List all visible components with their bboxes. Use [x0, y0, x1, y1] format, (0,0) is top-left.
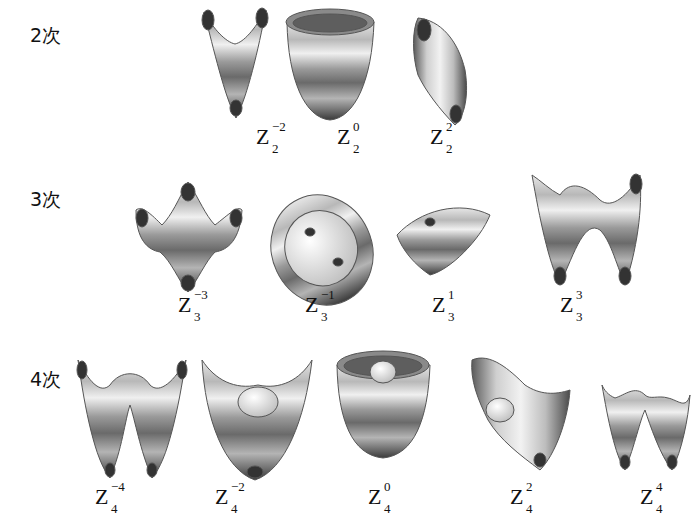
zernike-index: 4 [656, 480, 663, 493]
zernike-index: 2 [446, 120, 453, 133]
zernike-index: 2 [272, 142, 279, 155]
zernike-index: 2 [526, 480, 533, 493]
zernike-symbol: Z [368, 486, 381, 508]
zernike-symbol: Z [215, 486, 228, 508]
zernike-index: −4 [111, 480, 125, 493]
zernike-symbol: Z [256, 126, 269, 148]
zernike-index: 4 [656, 502, 663, 515]
zernike-symbol: Z [95, 486, 108, 508]
zernike-index: 4 [111, 502, 118, 515]
zernike-index: 2 [446, 142, 453, 155]
zernike-symbol: Z [510, 486, 523, 508]
zernike-index: 2 [353, 142, 360, 155]
zernike-symbol: Z [430, 126, 443, 148]
zernike-symbol: Z [640, 486, 653, 508]
zernike-index: −1 [321, 288, 335, 301]
zernike-index: 3 [576, 310, 583, 323]
zernike-symbol: Z [560, 294, 573, 316]
zernike-index: 3 [321, 310, 328, 323]
order-label: 2次 [30, 26, 61, 45]
zernike-symbol: Z [337, 126, 350, 148]
zernike-index: −3 [194, 288, 208, 301]
zernike-index: 0 [384, 480, 391, 493]
zernike-index: −2 [231, 480, 245, 493]
zernike-index: 3 [194, 310, 201, 323]
zernike-symbol: Z [178, 294, 191, 316]
zernike-index: 4 [384, 502, 391, 515]
zernike-index: 4 [231, 502, 238, 515]
order-label: 3次 [30, 190, 61, 209]
zernike-index: −2 [272, 120, 286, 133]
zernike-symbol: Z [305, 294, 318, 316]
zernike-index: 3 [448, 310, 455, 323]
zernike-index: 4 [526, 502, 533, 515]
zernike-symbol: Z [432, 294, 445, 316]
zernike-index: 0 [353, 120, 360, 133]
zernike-index: 3 [576, 288, 583, 301]
zernike-index: 1 [448, 288, 455, 301]
order-label: 4次 [30, 370, 61, 389]
